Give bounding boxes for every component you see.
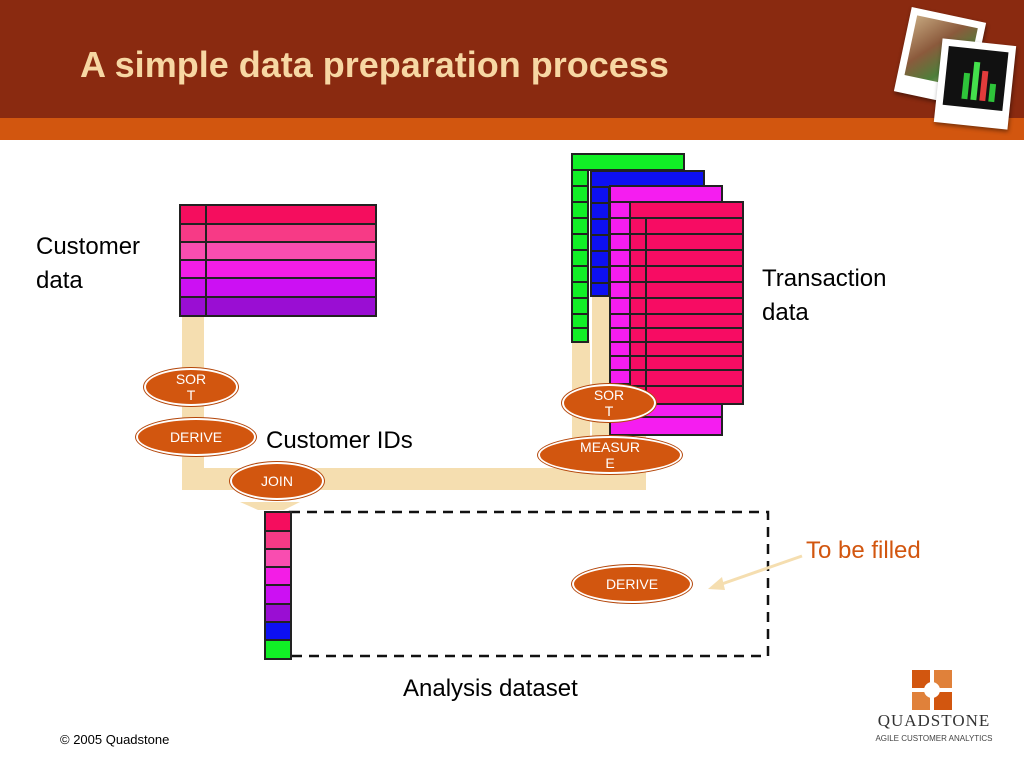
analysis-dataset-boundary: [288, 510, 770, 658]
to-be-filled-arrowhead: [708, 577, 725, 590]
quadstone-logo-icon: [912, 670, 952, 710]
company-tagline: AGILE CUSTOMER ANALYTICS: [875, 734, 993, 743]
title-bar: [0, 0, 1024, 118]
customer-data-label: Customer data: [36, 233, 141, 294]
to-be-filled-arrow: [715, 554, 803, 588]
company-name: QUADSTONE: [877, 711, 991, 730]
join-step: JOIN: [230, 462, 324, 500]
derive-customer-step: DERIVE: [136, 418, 256, 456]
sort-customer-step: SOR T: [144, 368, 238, 406]
analysis-dataset-column: [264, 511, 292, 660]
sort-transaction-step: SOR T: [562, 384, 656, 422]
customer-data-table: [179, 204, 377, 317]
join-funnel: [240, 502, 300, 510]
measure-step: MEASUR E: [538, 436, 682, 474]
transaction-table-green: [571, 153, 685, 343]
copyright-footer: © 2005 Quadstone: [60, 732, 170, 747]
transaction-table-pink: [629, 201, 744, 405]
derive-analysis-step: DERIVE: [572, 565, 692, 603]
to-be-filled-label: To be filled: [806, 537, 921, 564]
analysis-dataset-label: Analysis dataset: [403, 675, 578, 702]
customer-ids-label: Customer IDs: [266, 427, 413, 454]
title-bar-stripe: [0, 118, 1024, 140]
transaction-table-blue: [590, 170, 705, 297]
slide-title: A simple data preparation process: [80, 44, 669, 85]
transaction-data-label: Transaction data: [762, 265, 887, 326]
